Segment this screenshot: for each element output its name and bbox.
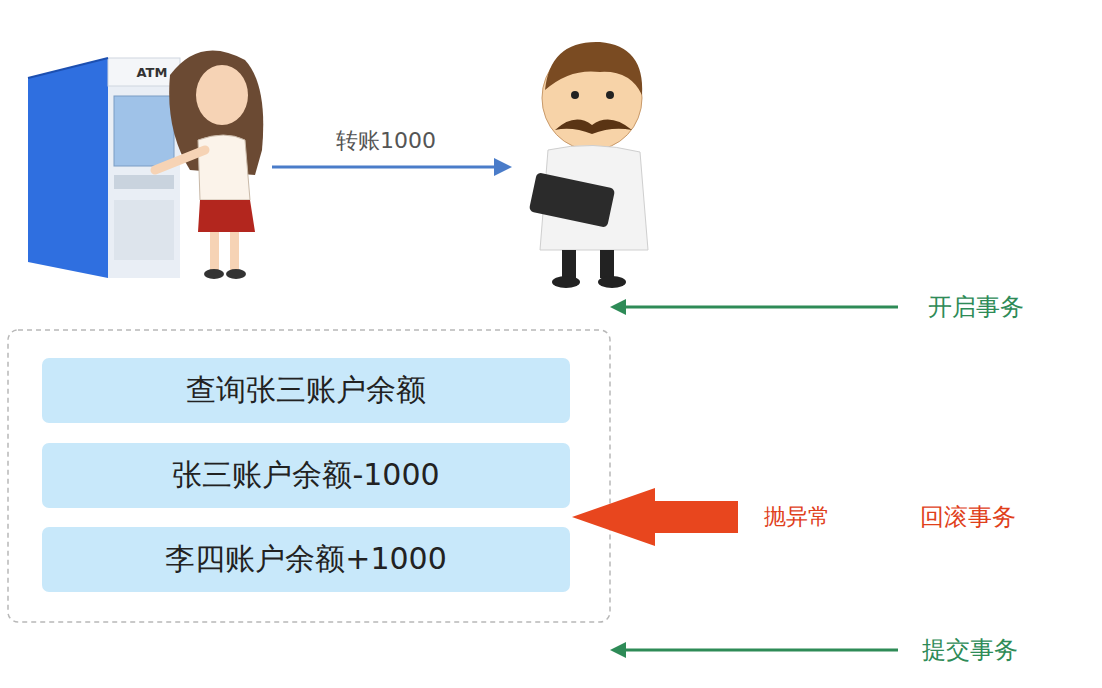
atm-label: ATM xyxy=(137,65,168,80)
box-text: 张三账户余额-1000 xyxy=(172,455,439,496)
exception-label: 抛异常 xyxy=(764,502,830,532)
begin-arrow xyxy=(610,299,898,315)
begin-label: 开启事务 xyxy=(928,291,1024,323)
banker-figure xyxy=(529,42,648,288)
transfer-label: 转账1000 xyxy=(336,126,436,156)
commit-arrow xyxy=(610,642,898,658)
exception-arrow xyxy=(572,488,738,546)
girl-figure xyxy=(155,50,263,279)
dashed-group xyxy=(8,330,610,622)
process-box: 查询张三账户余额 xyxy=(42,358,570,423)
transfer-arrow xyxy=(272,158,512,176)
box-text: 查询张三账户余额 xyxy=(186,370,426,411)
rollback-label: 回滚事务 xyxy=(920,501,1016,533)
box-text: 李四账户余额+1000 xyxy=(165,539,446,580)
process-box: 李四账户余额+1000 xyxy=(42,527,570,592)
commit-label: 提交事务 xyxy=(922,634,1018,666)
process-box: 张三账户余额-1000 xyxy=(42,443,570,508)
